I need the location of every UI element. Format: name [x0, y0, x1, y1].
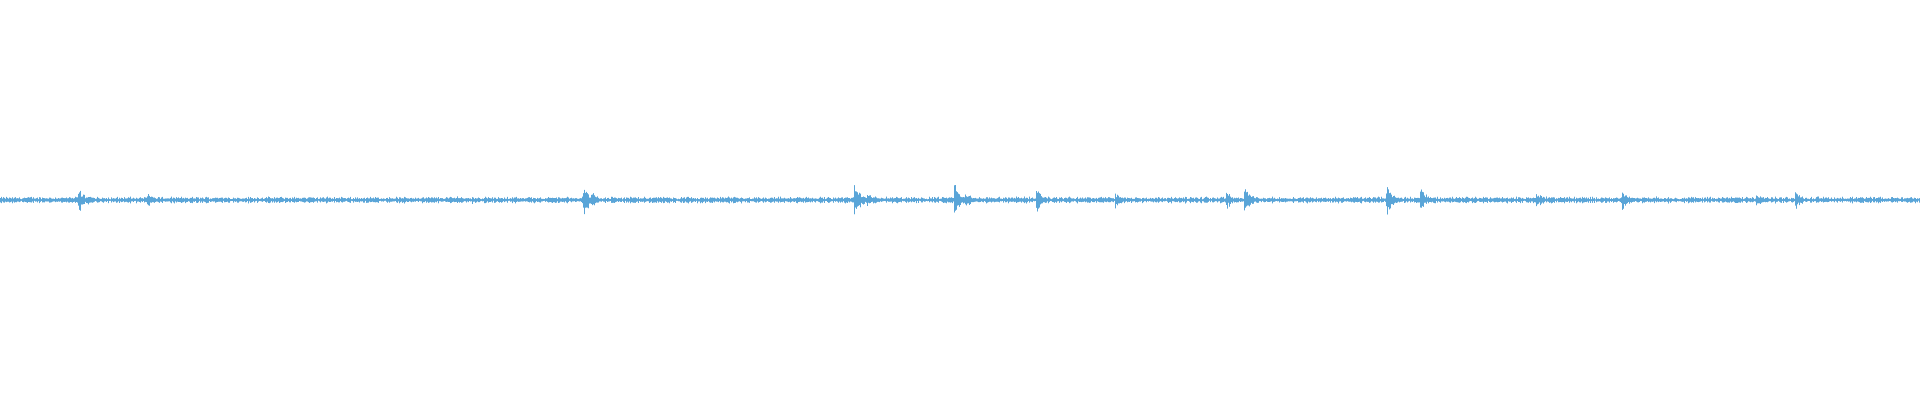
- waveform-trace: [0, 185, 1920, 215]
